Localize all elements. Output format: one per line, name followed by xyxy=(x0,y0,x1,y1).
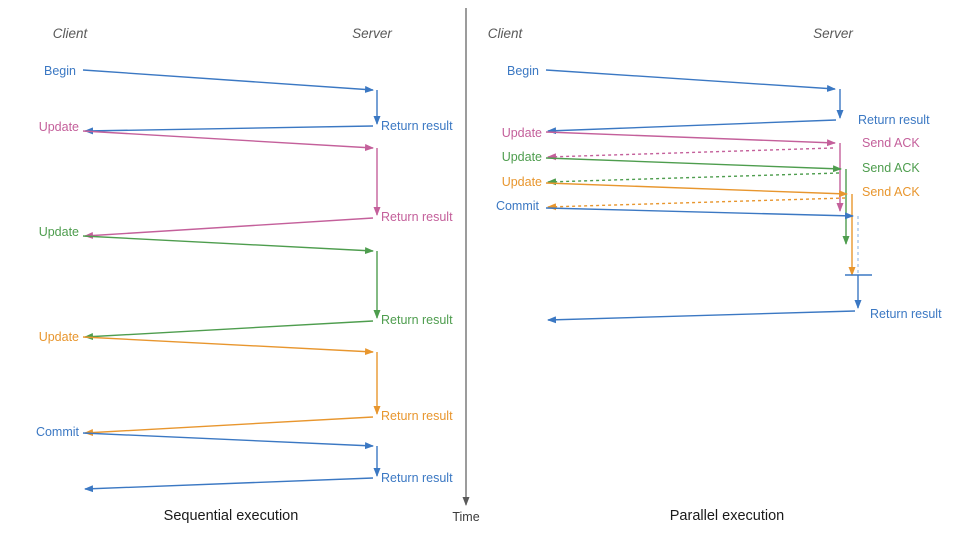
sequential-label-return-1: Return result xyxy=(381,119,453,133)
parallel-label-update-1: Update xyxy=(502,126,542,140)
parallel-label-ack-3: Send ACK xyxy=(862,185,920,199)
parallel-arrow-begin-response xyxy=(547,119,837,135)
sequential-label-return-5: Return result xyxy=(381,471,453,485)
sequential-arrow-update1-request xyxy=(82,130,374,152)
parallel-label-ack-2: Send ACK xyxy=(862,161,920,175)
sequential-arrow-update2-request xyxy=(82,235,374,255)
parallel-label-return-2: Return result xyxy=(870,307,942,321)
parallel-label-begin: Begin xyxy=(507,64,539,78)
parallel-arrow-update1-ack xyxy=(547,147,834,161)
sequential-label-return-4: Return result xyxy=(381,409,453,423)
time-axis-label: Time xyxy=(452,510,479,524)
sequential-arrow-update1-response xyxy=(84,217,374,239)
parallel-arrow-begin-request xyxy=(545,69,836,92)
parallel-arrow-update1-request xyxy=(545,131,836,147)
sequential-label-return-2: Return result xyxy=(381,210,453,224)
parallel-arrow-update3-ack xyxy=(547,197,846,211)
parallel-arrow-commit-response xyxy=(547,310,856,324)
sequential-label-return-3: Return result xyxy=(381,313,453,327)
parallel-label-return-1: Return result xyxy=(858,113,930,127)
sequential-client-header: Client xyxy=(53,26,89,41)
parallel-label-ack-1: Send ACK xyxy=(862,136,920,150)
parallel-arrow-update2-ack xyxy=(547,172,840,186)
parallel-arrow-commit-request xyxy=(545,207,854,220)
sequential-server-header: Server xyxy=(352,26,392,41)
sequential-label-update-3: Update xyxy=(39,330,79,344)
parallel-client-header: Client xyxy=(488,26,524,41)
sequential-arrow-commit-response xyxy=(84,477,374,493)
parallel-label-update-2: Update xyxy=(502,150,542,164)
sequential-arrow-begin-response xyxy=(84,125,374,135)
parallel-server-header: Server xyxy=(813,26,853,41)
parallel-label-commit: Commit xyxy=(496,199,540,213)
parallel-arrow-update2-request xyxy=(545,157,842,173)
parallel-arrow-update3-request xyxy=(545,182,848,198)
parallel-label-update-3: Update xyxy=(502,175,542,189)
parallel-caption: Parallel execution xyxy=(670,508,784,524)
sequential-label-begin: Begin xyxy=(44,64,76,78)
sequential-arrow-update3-response xyxy=(84,416,374,437)
sequential-arrow-begin-request xyxy=(82,69,374,93)
sequential-label-update-2: Update xyxy=(39,225,79,239)
divider-layer: Time xyxy=(452,8,480,524)
sequential-arrow-update2-response xyxy=(84,320,374,341)
sequential-label-update-1: Update xyxy=(39,120,79,134)
sequential-arrow-update3-request xyxy=(82,336,374,356)
sequential-arrow-commit-request xyxy=(82,432,374,450)
sequential-label-commit: Commit xyxy=(36,425,80,439)
sequential-caption: Sequential execution xyxy=(164,508,299,524)
